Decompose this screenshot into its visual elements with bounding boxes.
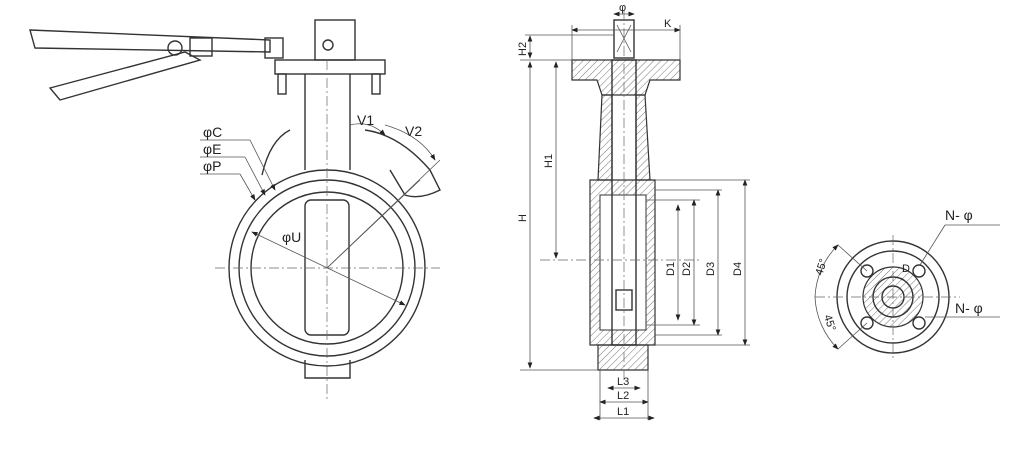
label-v2: V2	[405, 123, 422, 139]
label-l1: L1	[617, 406, 629, 418]
label-phi-u: φU	[282, 229, 301, 245]
side-view: φ K H2 H H1 D1 D2 D3 D4 L3 L2 L1	[517, 2, 750, 421]
label-d3: D3	[705, 262, 717, 276]
label-h: H	[517, 214, 529, 222]
label-n-phi-bottom: N- φ	[955, 300, 983, 316]
label-angle-bottom: 45°	[821, 313, 838, 333]
top-flange	[571, 59, 681, 96]
bottom-lug	[304, 360, 351, 379]
neck	[304, 74, 351, 170]
label-n-phi-top: N- φ	[945, 207, 973, 223]
handle-lever	[29, 19, 356, 101]
bolt-hole	[860, 316, 874, 330]
bolt-hole	[860, 264, 874, 278]
bottom-boss	[597, 344, 649, 371]
bolt-hole	[912, 264, 926, 278]
lug	[261, 129, 441, 198]
label-d2: D2	[681, 262, 693, 276]
label-h2: H2	[517, 42, 529, 56]
label-h1: H1	[543, 154, 555, 168]
label-d4: D4	[732, 262, 744, 276]
front-view: φC φE φP φU V1 V2	[29, 19, 441, 400]
label-phi-e: φE	[203, 141, 221, 157]
top-plate	[274, 59, 386, 75]
label-v1: V1	[357, 112, 374, 128]
label-d1: D1	[665, 262, 677, 276]
label-l3: L3	[617, 376, 629, 388]
label-angle-top: 45°	[813, 257, 830, 277]
flange-view: 45° 45° N- φ N- φ D	[813, 207, 1000, 360]
label-phi-p: φP	[203, 158, 221, 174]
label-phi: φ	[619, 2, 626, 14]
label-l2: L2	[617, 390, 629, 402]
label-phi-c: φC	[203, 124, 222, 140]
bolt-hole	[912, 316, 926, 330]
label-k: K	[664, 18, 672, 30]
label-d: D	[902, 263, 910, 275]
